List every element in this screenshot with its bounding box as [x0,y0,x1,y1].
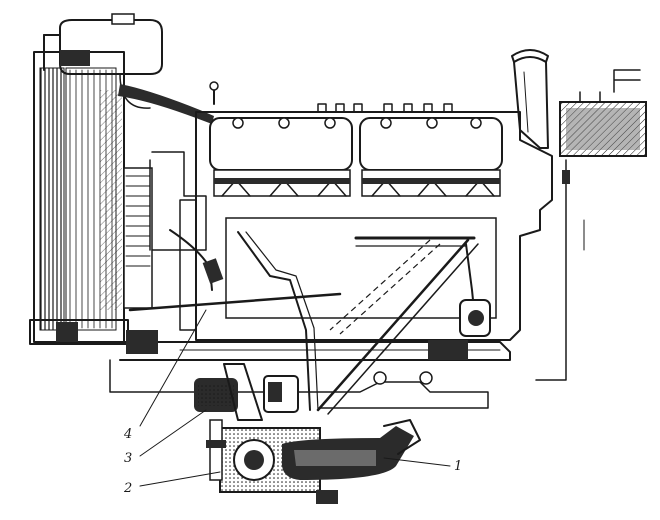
upper-hose [118,81,219,124]
fan-drive [123,151,207,309]
callout-label-3: 3 [124,451,132,466]
callout-label-2: 2 [123,481,132,496]
callout-label-4: 4 [123,427,132,442]
oil-cooler [535,69,647,381]
radiator [29,51,129,345]
air-intake-pipe [511,49,549,149]
oil-sump [281,419,421,480]
callout-label-1: 1 [454,459,462,474]
cylinder-head-right [359,117,503,197]
expansion-tank [43,13,163,109]
engine-block [179,103,553,341]
cylinder-head-left [209,117,353,197]
water-pump-assembly [194,363,338,504]
callout-leaders [139,309,451,487]
water-pipes [109,229,511,415]
